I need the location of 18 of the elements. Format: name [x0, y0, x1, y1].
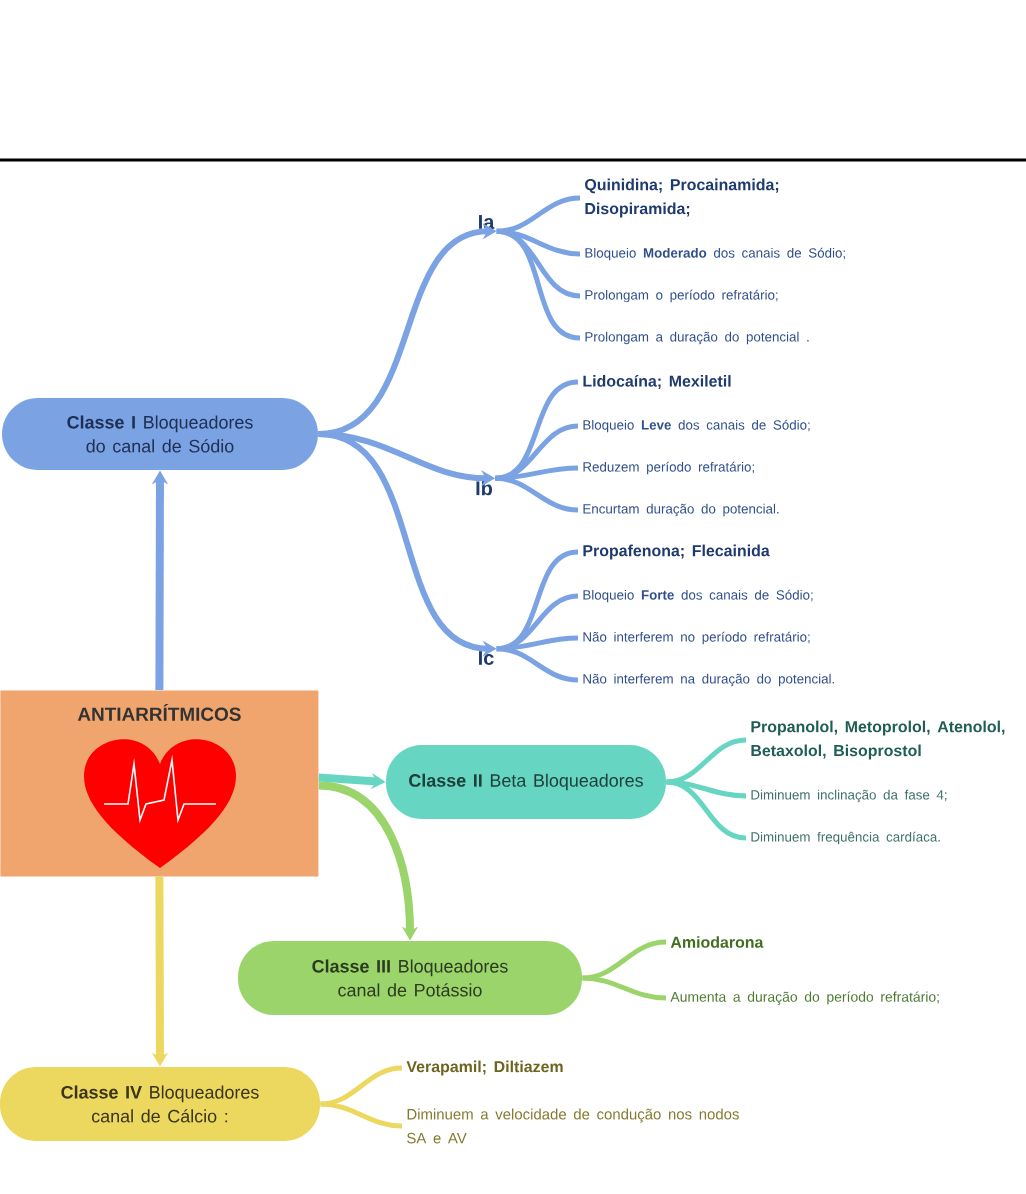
connector [320, 1101, 403, 1129]
class-pill: Classe I Bloqueadores do canal de Sódio [2, 398, 318, 470]
connector [582, 975, 667, 1001]
class-pill: Classe III Bloqueadores canal de Potássio [238, 941, 582, 1015]
connector [666, 737, 747, 785]
connector [496, 195, 581, 234]
connector [494, 423, 579, 481]
subclass-label: Ic [479, 651, 494, 665]
connector [666, 779, 747, 841]
connector [496, 228, 581, 341]
subclass-label: Ib [476, 480, 493, 496]
connector [320, 1065, 403, 1107]
class-pill: Classe II Beta Bloqueadores [386, 745, 666, 819]
connector [582, 939, 667, 981]
class-pill: Classe IV Bloqueadores canal de Cálcio : [0, 1067, 320, 1141]
connector [495, 475, 579, 513]
connector [496, 635, 579, 652]
connector [496, 646, 579, 683]
